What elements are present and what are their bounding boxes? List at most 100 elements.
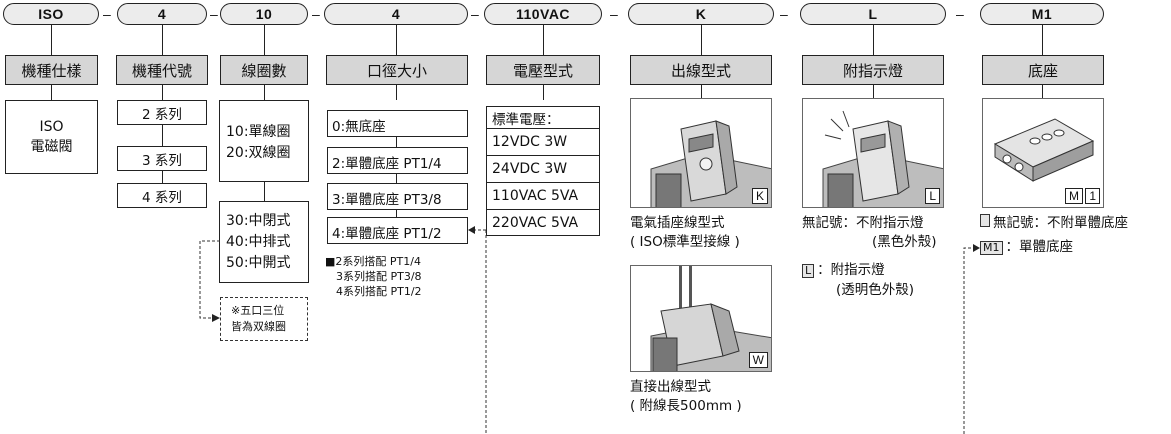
connector-line [396,85,397,100]
indicator-code: L [925,188,940,204]
coil-option: 30:中閉式 [226,213,291,229]
indicator-photo: L [802,98,944,208]
header-wiring: 出線型式 [630,55,772,85]
connector-line [396,210,397,217]
connector-line [162,125,163,146]
code-pill-coil: 10 [220,3,308,25]
connector-line [543,25,544,55]
connector-line [1042,25,1043,55]
connector-line [51,85,52,100]
separator-dash: – [312,6,320,22]
separator-dash: – [956,6,964,22]
header-port-size: 口徑大小 [326,55,468,85]
header-indicator: 附指示燈 [802,55,944,85]
separator-dash: – [210,6,218,22]
base-m1-row: M1：單體底座 [980,238,1073,256]
model-spec-line1: ISO [39,119,64,135]
connector-line [396,137,397,147]
indicator-none-sub: (黑色外殼) [872,234,937,250]
series-option: 2 系列 [117,100,207,125]
indicator-l-sub: (透明色外殼) [836,282,915,298]
wiring-k-caption1: 電氣插座線型式 [630,215,725,231]
header-model-code: 機種代號 [116,55,208,85]
port-option: 2:單體底座 PT1/4 [327,147,468,174]
base-dashed-pointer [963,244,980,434]
code-pill-iso: ISO [3,3,99,25]
code-pill-voltage: 110VAC [484,3,602,25]
separator-dash: – [103,6,111,22]
connector-line [873,85,874,98]
indicator-l-row: L：附指示燈 [802,261,885,279]
coil-note-line1: ※五口三位 [231,304,285,317]
indicator-l-tag: L [802,264,815,278]
wiring-k-caption2: ( ISO標準型接線 ) [630,234,740,250]
wiring-w-code: W [748,352,768,368]
port-option-label: 4:單體底座 PT1/2 [332,226,442,242]
coil-note-pointer [199,240,220,322]
port-note: 3系列搭配 PT3/8 [336,270,422,283]
base-none-label: 無記號：不附單體底座 [993,215,1128,231]
connector-line [51,25,52,55]
coil-option: 20:双線圈 [226,145,291,161]
series-option: 4 系列 [117,183,207,208]
wiring-w-caption1: 直接出線型式 [630,379,711,395]
coil-note-box: ※五口三位 皆為双線圈 [220,297,308,341]
voltage-title: 標準電壓： [487,107,599,129]
indicator-l-label: ：附指示燈 [817,262,885,278]
header-base: 底座 [982,55,1104,85]
connector-line [1042,85,1043,98]
coil-group-three-position: 30:中閉式 40:中排式 50:中開式 [219,201,309,283]
base-none-row: 無記號：不附單體底座 [980,214,1128,232]
connector-line [873,25,874,55]
voltage-option: 220VAC 5VA [492,214,579,231]
connector-line [162,25,163,55]
coil-note-line2: 皆為双線圈 [231,320,286,333]
indicator-connector-image [822,110,943,207]
header-voltage: 電壓型式 [486,55,600,85]
connector-line [543,85,544,100]
port-option-label: 2:單體底座 PT1/4 [332,156,442,172]
connector-line [264,25,265,55]
series-option: 3 系列 [117,146,207,171]
voltage-table: 標準電壓： 12VDC 3W 24VDC 3W 110VAC 5VA 220VA… [486,106,600,236]
empty-square-icon [980,214,990,227]
code-pill-indicator: L [800,3,946,25]
coil-option: 50:中開式 [226,255,291,271]
connector-line [264,85,265,100]
coil-option: 10:單線圈 [226,124,291,140]
port-dashed-pointer [468,226,487,434]
separator-dash: – [471,6,479,22]
direct-wire-image [650,266,771,371]
voltage-option: 110VAC 5VA [487,183,599,210]
model-spec-line2: 電磁閥 [30,139,73,155]
wiring-w-photo: W [630,265,772,372]
code-pill-wiring: K [628,3,774,25]
coil-option: 40:中排式 [226,234,291,250]
code-pill-series: 4 [117,3,207,25]
wiring-k-code: K [751,188,768,204]
port-option-label: 0:無底座 [332,119,386,135]
port-option-label: 3:單體底座 PT3/8 [332,192,442,208]
wiring-w-caption2: ( 附線長500mm ) [630,398,742,414]
header-coil-count: 線圈數 [220,55,308,85]
port-option: 3:單體底座 PT3/8 [327,183,468,210]
connector-line [701,25,702,55]
connector-line [162,85,163,100]
indicator-none-label: 無記號：不附指示燈 [802,215,924,231]
base-m1-label: ：單體底座 [1005,239,1074,255]
din-connector-image [650,120,771,207]
port-note: ■2系列搭配 PT1/4 [325,255,421,268]
port-note: 4系列搭配 PT1/2 [336,285,422,298]
base-code-m: M [1065,188,1083,204]
port-option: 4:單體底座 PT1/2 [327,217,468,244]
separator-dash: – [610,6,618,22]
code-pill-base: M1 [980,3,1104,25]
connector-line [396,174,397,183]
separator-dash: – [780,6,788,22]
header-model-spec: 機種仕樣 [5,55,98,85]
sub-base-image [993,118,1095,182]
base-m1-tag: M1 [980,241,1003,255]
wiring-k-photo: K [630,98,772,208]
model-spec-box: ISO 電磁閥 [5,100,98,174]
voltage-option: 12VDC 3W [487,129,599,156]
